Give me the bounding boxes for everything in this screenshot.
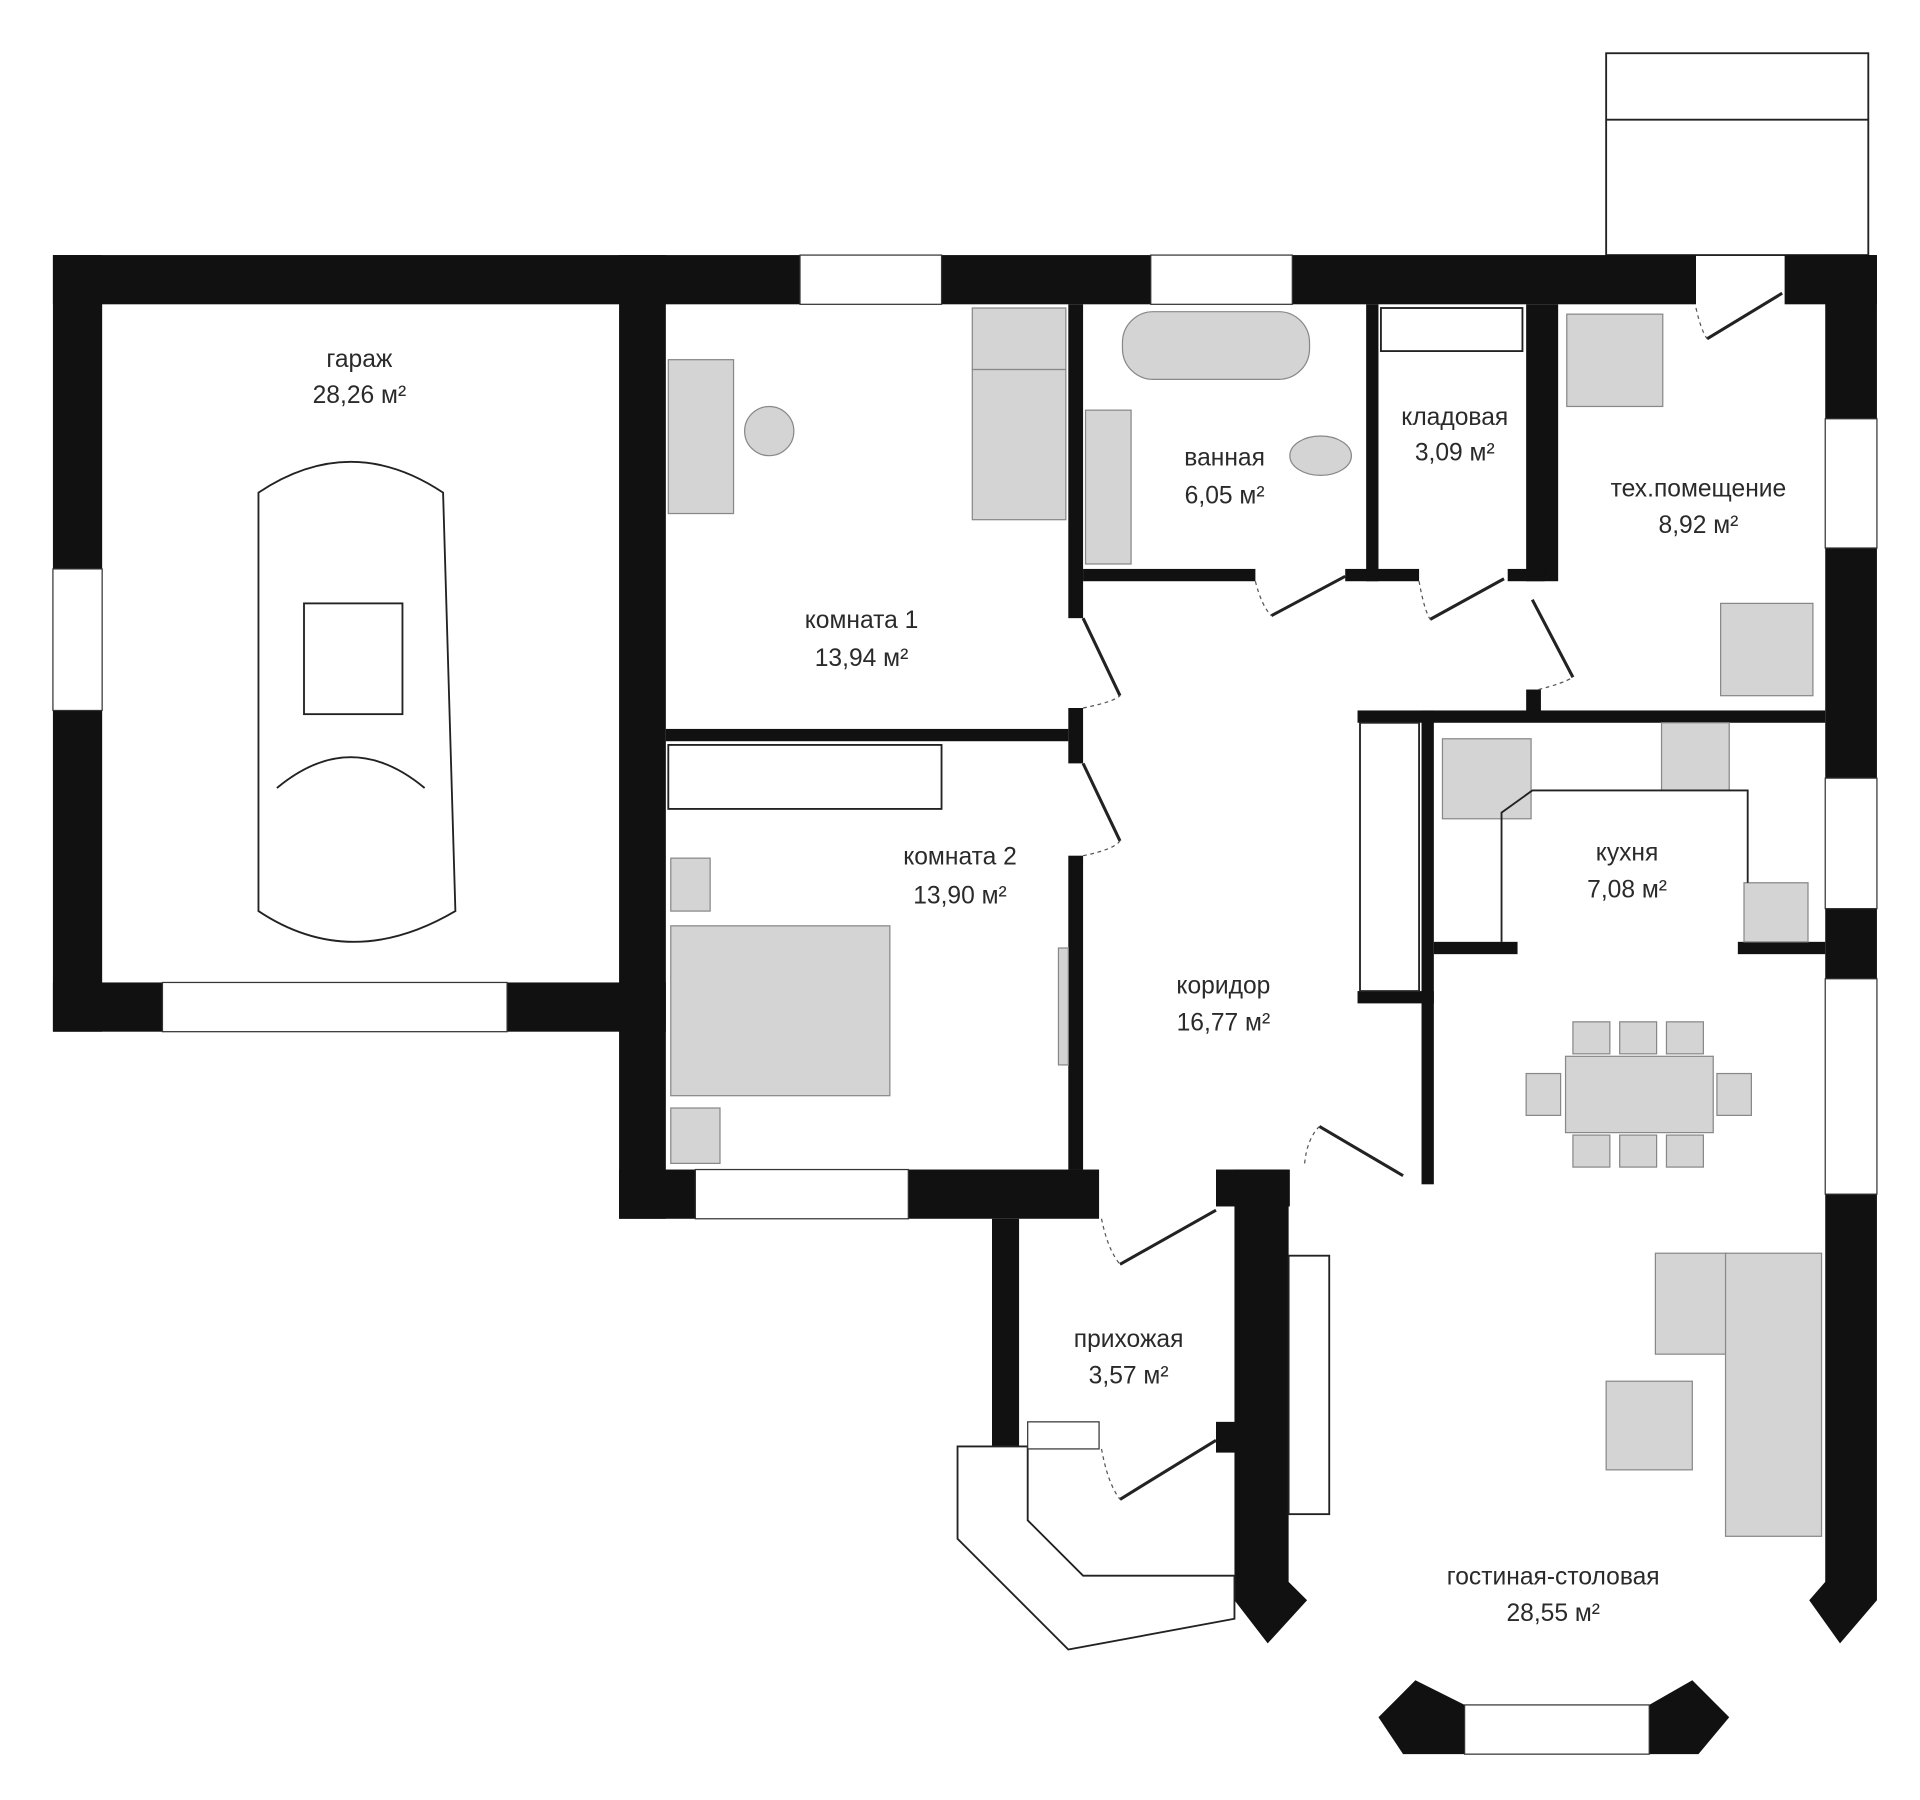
room-area: 3,57 м²	[1089, 1363, 1169, 1390]
room-name: прихожая	[1074, 1326, 1184, 1353]
porch	[1605, 52, 1870, 257]
room-area: 3,09 м²	[1415, 440, 1495, 467]
room-labels: гараж 28,26 м² комната 1 13,94 м² комнат…	[313, 346, 1787, 1627]
room-area: 28,26 м²	[313, 382, 407, 409]
walls	[52, 255, 1877, 1755]
windows	[52, 254, 1878, 1755]
room-name: тех.помещение	[1611, 475, 1787, 502]
room-area: 13,94 м²	[815, 645, 909, 672]
room-name: комната 1	[805, 607, 919, 634]
room-name: ванная	[1184, 445, 1265, 472]
doors	[1081, 291, 1783, 1501]
room-area: 16,77 м²	[1177, 1009, 1271, 1036]
wardrobe-storage	[1380, 307, 1524, 352]
room-area: 6,05 м²	[1185, 483, 1265, 510]
room-name: гостиная-столовая	[1447, 1563, 1660, 1590]
furniture	[257, 307, 1823, 1537]
room-name: кухня	[1596, 840, 1659, 867]
room-area: 8,92 м²	[1659, 512, 1739, 539]
room-name: коридор	[1176, 973, 1270, 1000]
room-area: 28,55 м²	[1506, 1600, 1600, 1627]
room-area: 13,90 м²	[913, 883, 1007, 910]
room-name: гараж	[326, 346, 392, 373]
room-name: кладовая	[1401, 404, 1508, 431]
room-area: 7,08 м²	[1587, 877, 1667, 904]
car-icon	[257, 461, 457, 943]
room-name: комната 2	[903, 843, 1017, 870]
